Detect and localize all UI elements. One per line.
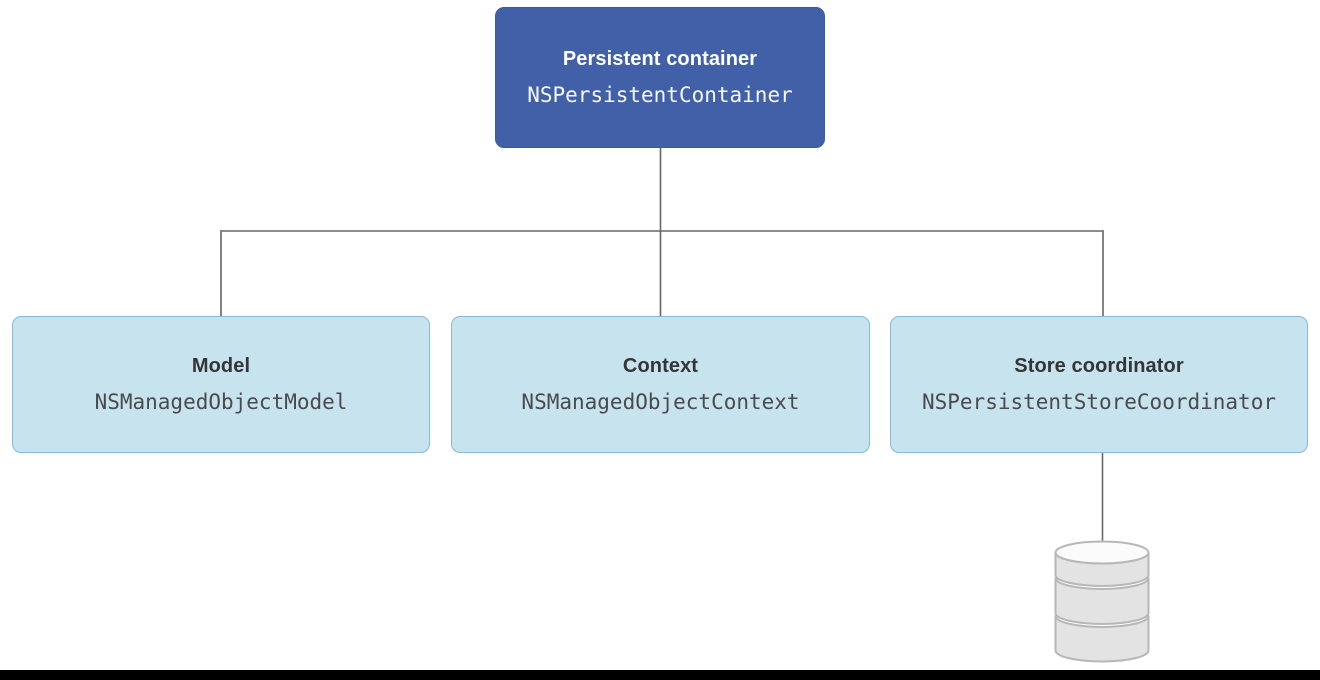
node-title: Model <box>191 355 251 377</box>
node-model: Model NSManagedObjectModel <box>12 316 430 453</box>
node-title: Persistent container <box>562 48 758 70</box>
node-class-name: NSPersistentContainer <box>527 83 793 107</box>
node-title: Store coordinator <box>1014 355 1184 377</box>
node-context: Context NSManagedObjectContext <box>451 316 870 453</box>
database-cylinder-icon <box>1054 540 1150 663</box>
bottom-letterbox-bar <box>0 670 1320 680</box>
node-title: Context <box>622 355 699 377</box>
node-class-name: NSManagedObjectModel <box>94 390 348 414</box>
node-class-name: NSManagedObjectContext <box>521 390 800 414</box>
node-class-name: NSPersistentStoreCoordinator <box>921 390 1276 414</box>
node-store-coordinator: Store coordinator NSPersistentStoreCoord… <box>890 316 1308 453</box>
node-persistent-container: Persistent container NSPersistentContain… <box>495 7 825 148</box>
